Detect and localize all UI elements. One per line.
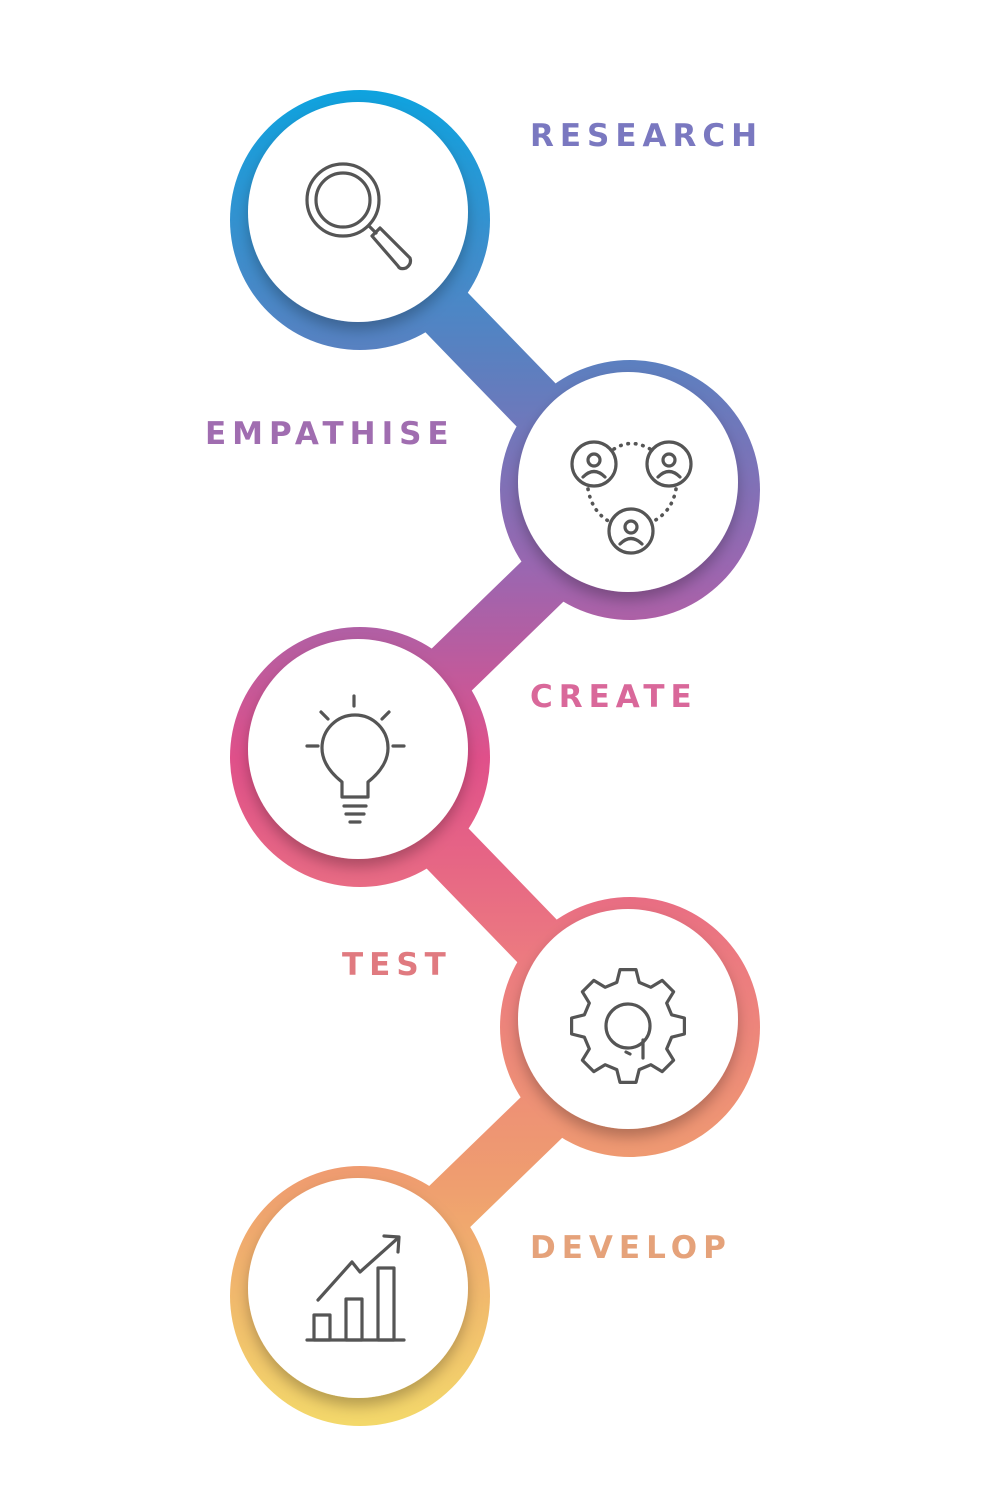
growth-chart-icon [305,1234,406,1342]
inner-circle-develop [248,1178,468,1398]
light-bulb-icon [305,694,406,824]
magnifier-icon [305,162,413,271]
inner-circle-create [248,639,468,859]
label-develop: DEVELOP [530,1230,732,1266]
label-test: TEST [342,947,452,983]
inner-circles [248,102,738,1398]
step-labels: RESEARCH EMPATHISE CREATE TEST DEVELOP [205,118,763,1266]
inner-circle-test [518,909,738,1129]
label-empathise: EMPATHISE [205,416,455,452]
inner-circle-research [248,102,468,322]
label-research: RESEARCH [530,118,763,154]
user-network-icon [570,440,693,555]
label-create: CREATE [530,679,698,715]
inner-circle-empathise [518,372,738,592]
gear-icon [570,968,686,1084]
